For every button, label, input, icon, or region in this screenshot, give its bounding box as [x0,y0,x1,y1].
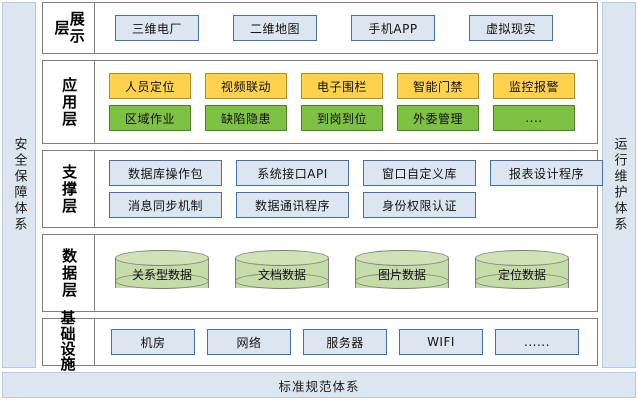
bottom-band-label: 标准规范体系 [278,378,360,394]
database-cylinder-label: 定位数据 [497,267,546,282]
node-support-db-operation-package[interactable]: 数据库操作包 [109,160,222,186]
node-presentation-3[interactable]: 手机APP [351,15,435,41]
cylinder-top-icon [235,250,329,266]
cylinder-bottom-icon [355,273,449,289]
node-support-message-sync[interactable]: 消息同步机制 [109,192,222,218]
layer-support-label-cell: 支撑层 [43,151,95,227]
node-application-outsourcing-management[interactable]: 外委管理 [397,105,479,131]
node-support-system-interface-api[interactable]: 系统接口API [236,160,349,186]
layer-presentation-body: 三维电厂 二维地图 手机APP 虚拟现实 [95,3,597,53]
node-infra-server[interactable]: 服务器 [303,329,387,355]
layer-data-row: 关系型数据 文档数据 图片数据 [101,250,591,296]
node-infra-more[interactable]: ...... [495,329,579,355]
cylinder-bottom-icon [475,273,569,289]
layer-application-row-2: 区域作业 缺陷隐患 到岗到位 外委管理 .... [101,105,591,131]
node-presentation-1[interactable]: 三维电厂 [115,15,199,41]
layer-support-body: 数据库操作包 系统接口API 窗口自定义库 报表设计程序 消息同步机制 数据通讯… [95,151,623,227]
layer-application: 应用层 人员定位 视频联动 电子围栏 智能门禁 监控报警 区域作业 缺陷隐患 到… [42,60,598,144]
layer-application-row-1: 人员定位 视频联动 电子围栏 智能门禁 监控报警 [101,73,591,99]
bottom-band: 标准规范体系 [2,372,636,398]
layer-support-row-2: 消息同步机制 数据通讯程序 身份权限认证 [101,192,617,218]
layer-support-row-1: 数据库操作包 系统接口API 窗口自定义库 报表设计程序 [101,160,617,186]
layer-application-body: 人员定位 视频联动 电子围栏 智能门禁 监控报警 区域作业 缺陷隐患 到岗到位 … [95,61,597,143]
layer-data-body: 关系型数据 文档数据 图片数据 [95,235,597,311]
node-application-electronic-fence[interactable]: 电子围栏 [301,73,383,99]
left-side-band: 安全保障体系 [2,2,36,368]
node-application-video-linkage[interactable]: 视频联动 [205,73,287,99]
node-presentation-4[interactable]: 虚拟现实 [469,15,553,41]
node-support-data-communication[interactable]: 数据通讯程序 [236,192,349,218]
database-cylinder-label: 文档数据 [257,267,306,282]
layer-application-label-cell: 应用层 [43,61,95,143]
layer-support-label: 支撑层 [60,163,79,215]
database-cylinder-label: 关系型数据 [131,267,192,282]
node-support-report-designer[interactable]: 报表设计程序 [490,160,603,186]
layer-data-label-cell: 数据层 [43,235,95,311]
right-side-band: 运行维护体系 [602,2,636,368]
node-application-monitoring-alarm[interactable]: 监控报警 [493,73,575,99]
node-application-defect-hazard[interactable]: 缺陷隐患 [205,105,287,131]
node-application-on-duty[interactable]: 到岗到位 [301,105,383,131]
database-cylinder-positioning[interactable]: 定位数据 [475,250,569,296]
layer-data: 数据层 关系型数据 文档数据 [42,234,598,312]
layer-infrastructure: 基础设施 机房 网络 服务器 WIFI ...... [42,311,598,372]
database-cylinder-label: 图片数据 [377,267,426,282]
node-infra-wifi[interactable]: WIFI [399,329,483,355]
layer-presentation: 展示层 三维电厂 二维地图 手机APP 虚拟现实 [42,2,598,54]
node-infra-machine-room[interactable]: 机房 [111,329,195,355]
node-support-identity-authorization[interactable]: 身份权限认证 [363,192,476,218]
database-cylinder-relational[interactable]: 关系型数据 [115,250,209,296]
node-support-window-custom-library[interactable]: 窗口自定义库 [363,160,476,186]
cylinder-top-icon [115,250,209,266]
layer-infrastructure-label: 基础设施 [60,309,77,374]
cylinder-top-icon [355,250,449,266]
node-application-more[interactable]: .... [493,105,575,131]
layer-infrastructure-body: 机房 网络 服务器 WIFI ...... [95,319,597,365]
left-side-band-label: 安全保障体系 [11,137,27,233]
node-application-area-operation[interactable]: 区域作业 [109,105,191,131]
layer-application-label: 应用层 [60,76,79,128]
database-cylinder-document[interactable]: 文档数据 [235,250,329,296]
layer-data-label: 数据层 [60,247,79,299]
cylinder-bottom-icon [115,273,209,289]
layer-presentation-label: 展示层 [52,11,86,45]
layer-support: 支撑层 数据库操作包 系统接口API 窗口自定义库 报表设计程序 消息同步机制 … [42,150,603,228]
database-cylinder-image[interactable]: 图片数据 [355,250,449,296]
layer-infrastructure-label-cell: 基础设施 [43,311,95,372]
right-side-band-label: 运行维护体系 [611,137,627,233]
node-infra-network[interactable]: 网络 [207,329,291,355]
layer-infrastructure-row: 机房 网络 服务器 WIFI ...... [101,329,591,355]
cylinder-bottom-icon [235,273,329,289]
node-application-personnel-positioning[interactable]: 人员定位 [109,73,191,99]
layer-presentation-label-cell: 展示层 [43,3,95,53]
node-application-smart-access[interactable]: 智能门禁 [397,73,479,99]
layer-presentation-row: 三维电厂 二维地图 手机APP 虚拟现实 [101,15,591,41]
cylinder-top-icon [475,250,569,266]
node-presentation-2[interactable]: 二维地图 [233,15,317,41]
